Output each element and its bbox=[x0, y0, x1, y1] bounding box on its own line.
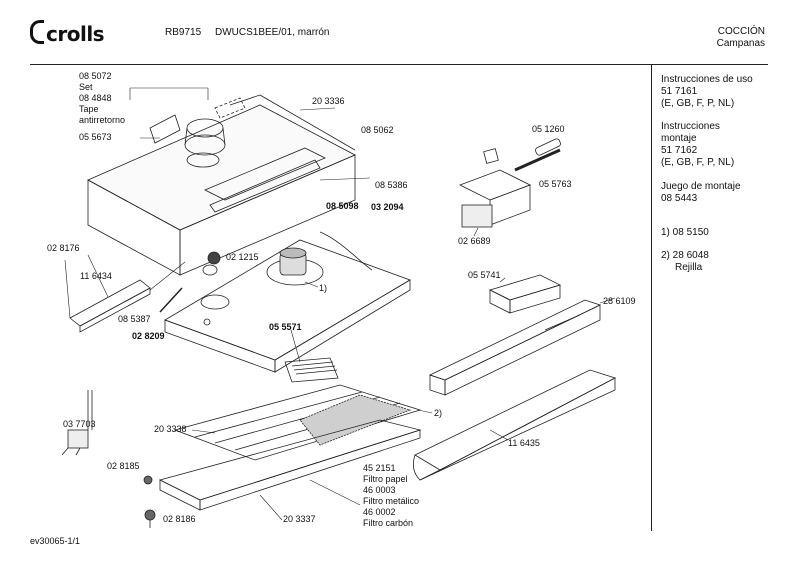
sidebar-instructions-use: Instrucciones de uso 51 7161 (E, GB, F, … bbox=[661, 74, 753, 110]
filter-frame bbox=[173, 384, 433, 461]
header-rule bbox=[30, 64, 768, 65]
sidebar-line: 51 7161 bbox=[661, 86, 698, 97]
part-085387: 08 5387 bbox=[118, 314, 151, 324]
sidebar-line: 1) 08 5150 bbox=[661, 227, 709, 238]
part-084848: 08 4848 bbox=[79, 93, 112, 103]
switch-assembly bbox=[459, 138, 561, 237]
part-116434: 11 6434 bbox=[80, 271, 112, 281]
control-strip bbox=[428, 297, 616, 396]
part-085072: 08 5072 bbox=[79, 71, 112, 81]
category-hoods: Campanas bbox=[716, 38, 765, 49]
part-085098: 08 5098 bbox=[326, 201, 359, 211]
part-032094: 03 2094 bbox=[371, 202, 404, 212]
part-286109: 28 6109 bbox=[603, 296, 636, 306]
sidebar-line: Juego de montaje bbox=[661, 181, 741, 192]
power-plug bbox=[61, 390, 93, 456]
part-filtro-metalico: Filtro metálico bbox=[363, 496, 420, 506]
sidebar-ref-1: 1) 08 5150 bbox=[661, 227, 709, 239]
part-085062: 08 5062 bbox=[361, 125, 394, 135]
sidebar-instructions-mount: Instrucciones montaje 51 7162 (E, GB, F,… bbox=[661, 121, 734, 169]
part-028185: 02 8185 bbox=[107, 461, 140, 471]
sidebar-line: (E, GB, F, P, NL) bbox=[661, 98, 735, 109]
part-085386: 08 5386 bbox=[375, 180, 408, 190]
part-203338: 20 3338 bbox=[154, 424, 187, 434]
part-021215: 02 1215 bbox=[226, 252, 259, 262]
part-filtro-papel: Filtro papel bbox=[363, 474, 408, 484]
sidebar-line: 08 5443 bbox=[661, 193, 698, 204]
sidebar-line: Instrucciones bbox=[661, 121, 720, 132]
part-028176: 02 8176 bbox=[47, 243, 80, 253]
part-028186: 02 8186 bbox=[163, 514, 196, 524]
part-026689: 02 6689 bbox=[458, 236, 491, 246]
part-055571: 05 5571 bbox=[269, 322, 302, 332]
part-203337: 20 3337 bbox=[283, 514, 316, 524]
crolls-logo-icon bbox=[30, 20, 44, 44]
motor-grill bbox=[284, 329, 339, 383]
part-051260: 05 1260 bbox=[532, 124, 565, 134]
part-055673: 05 5673 bbox=[79, 132, 112, 142]
control-module bbox=[488, 274, 562, 314]
sidebar-line: montaje bbox=[661, 133, 697, 144]
category-cooking: COCCIÓN bbox=[717, 26, 765, 37]
part-460002: 46 0002 bbox=[363, 507, 396, 517]
document-id: ev30065-1/1 bbox=[30, 536, 81, 546]
part-460003: 46 0003 bbox=[363, 485, 396, 495]
motor bbox=[279, 231, 373, 288]
model-code: DWUCS1BEE/01, marrón bbox=[215, 27, 330, 38]
part-028209: 02 8209 bbox=[132, 331, 165, 341]
sidebar-line: Instrucciones de uso bbox=[661, 74, 753, 85]
ref-2: 2) bbox=[434, 408, 443, 418]
ref-1: 1) bbox=[319, 283, 328, 293]
bottom-panel bbox=[158, 419, 422, 521]
sidebar-ref-2: 2) 28 6048 Rejilla bbox=[661, 250, 709, 274]
sidebar-line: 51 7162 bbox=[661, 145, 698, 156]
lamp-holder bbox=[64, 254, 186, 333]
sidebar-line: Rejilla bbox=[675, 262, 703, 273]
part-filtro-carbon: Filtro carbón bbox=[363, 518, 414, 528]
part-antirretorno: antirretorno bbox=[79, 115, 126, 125]
hood-housing bbox=[87, 94, 356, 276]
brand-name: crolls bbox=[46, 22, 105, 46]
part-452151: 45 2151 bbox=[363, 463, 396, 473]
motor-tray bbox=[164, 239, 411, 373]
part-055763: 05 5763 bbox=[539, 179, 572, 189]
brand-logo: crolls bbox=[30, 20, 105, 46]
part-set: Set bbox=[79, 82, 93, 92]
part-203336: 20 3336 bbox=[312, 96, 345, 106]
sidebar-line: 2) 28 6048 bbox=[661, 250, 709, 261]
front-visor bbox=[412, 369, 617, 481]
sidebar-divider bbox=[651, 64, 652, 531]
sidebar-mount-kit: Juego de montaje 08 5443 bbox=[661, 181, 741, 205]
part-116435: 11 6435 bbox=[508, 438, 540, 448]
part-055741: 05 5741 bbox=[468, 270, 501, 280]
model-number: RB9715 bbox=[165, 27, 202, 38]
sidebar-line: (E, GB, F, P, NL) bbox=[661, 157, 735, 168]
part-tape: Tape bbox=[79, 104, 99, 114]
part-037703: 03 7703 bbox=[63, 419, 96, 429]
